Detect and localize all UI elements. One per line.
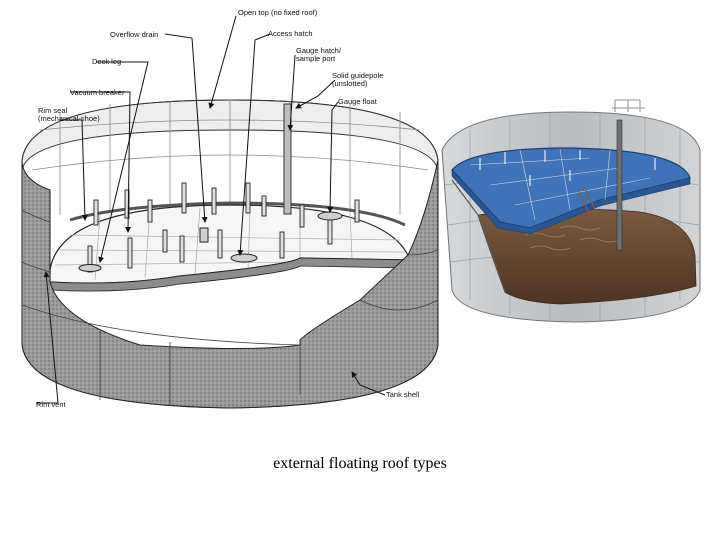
label-open-top: Open top (no fixed roof) [238,8,318,17]
deck-legs [87,182,360,273]
label-vacuum-breaker: Vacuum breaker [70,88,125,97]
figure-caption: external floating roof types [273,455,447,472]
label-gauge-float: Gauge float [338,97,378,106]
left-tank-illustration [21,99,439,409]
label-deck-leg: Deck leg [92,57,121,66]
label-rim-seal: Rim seal(mechanical-shoe) [38,106,100,123]
callout-labels: Open top (no fixed roof) Overflow drain … [36,8,420,409]
label-gauge-hatch: Gauge hatch/sample port [296,46,342,63]
tank-shell [21,159,439,409]
callout-leaders [36,15,386,404]
label-access-hatch: Access hatch [268,29,313,38]
label-overflow-drain: Overflow drain [110,30,158,39]
right-tank-render [441,99,701,323]
guidepole [283,103,292,215]
label-solid-guidepole: Solid guidepole(unslotted) [332,71,383,88]
blue-floating-deck [451,147,691,229]
label-tank-shell: Tank shell [386,390,420,399]
label-rim-vent: Rim vent [36,400,67,409]
